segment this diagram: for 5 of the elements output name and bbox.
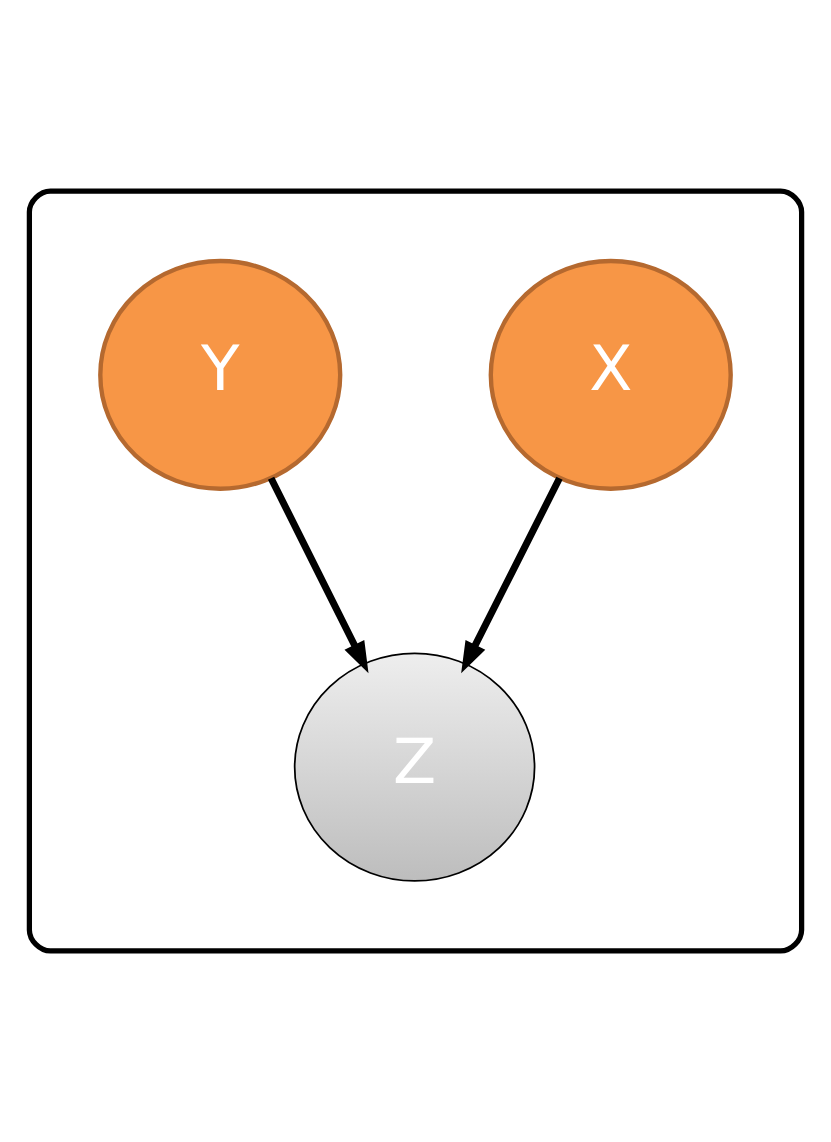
node-circle: Y [98,258,343,491]
arrow [267,476,369,674]
node-circle: X [488,258,733,491]
arrow [461,476,563,674]
cluster [26,188,805,954]
